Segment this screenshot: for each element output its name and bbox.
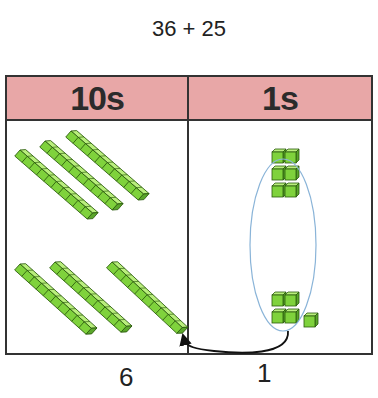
unit-cube: [285, 166, 299, 180]
unit-cube: [272, 183, 286, 197]
regroup-oval: [250, 159, 316, 331]
column-divider: [187, 76, 189, 354]
unit-cube: [285, 183, 299, 197]
unit-cube: [272, 149, 286, 163]
regroup-arrow: [184, 331, 288, 353]
unit-cube: [272, 309, 286, 323]
ten-rod: [107, 259, 188, 336]
unit-cube: [285, 292, 299, 306]
header-text: 10s: [70, 79, 124, 118]
digit-result: 6: [119, 362, 133, 393]
ten-rod: [66, 128, 149, 203]
unit-cube: [272, 292, 286, 306]
unit-cube: [304, 313, 318, 327]
digit-result: 1: [257, 358, 271, 389]
unit-cube: [285, 309, 299, 323]
header-text: 1s: [262, 79, 298, 118]
unit-cube: [272, 166, 286, 180]
column-header: 1s: [189, 77, 371, 119]
sum-title: 36 + 25: [152, 16, 226, 42]
ten-rods: [15, 128, 188, 337]
table-border: [6, 76, 372, 354]
unit-cubes: [272, 149, 318, 327]
column-header: 10s: [7, 77, 187, 119]
unit-cube: [285, 149, 299, 163]
